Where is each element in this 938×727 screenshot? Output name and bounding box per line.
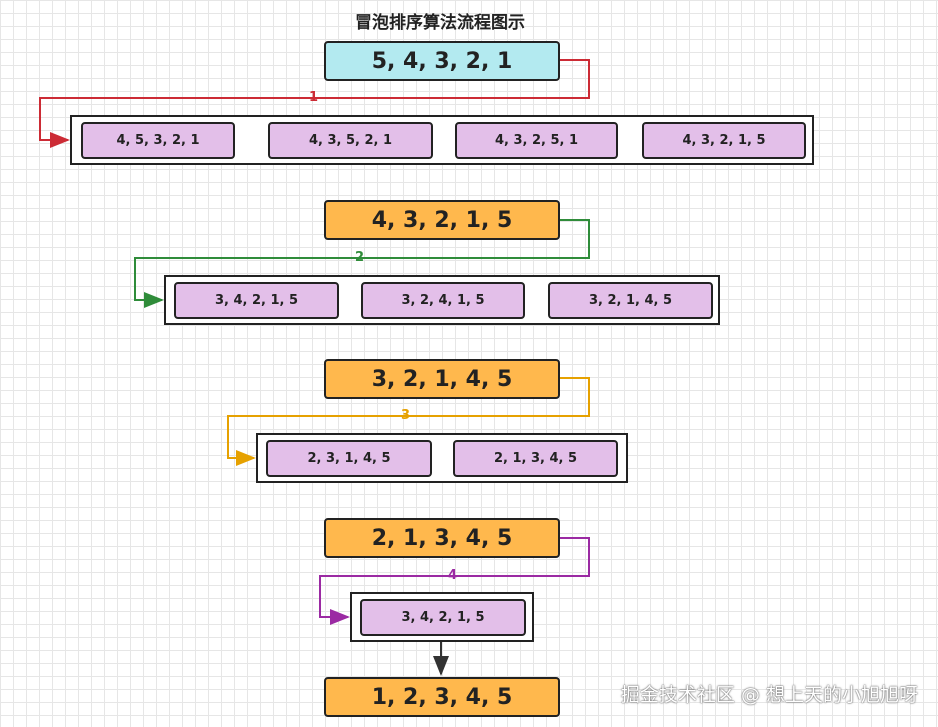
connector-round-3 — [227, 377, 590, 466]
round-1-step-1: 4, 5, 3, 2, 1 — [81, 122, 235, 159]
watermark-text: 掘金技术社区 @ 想上天的小旭旭呀 — [620, 684, 918, 706]
connector-round-4 — [319, 537, 590, 625]
round-3-input-box: 3, 2, 1, 4, 5 — [324, 359, 560, 399]
round-2-step-2: 3, 2, 4, 1, 5 — [361, 282, 525, 319]
start-array-box: 5, 4, 3, 2, 1 — [324, 41, 560, 81]
round-2-step-1: 3, 4, 2, 1, 5 — [174, 282, 339, 319]
diagram-title: 冒泡排序算法流程图示 — [355, 13, 525, 33]
round-4-steps-group: 3, 4, 2, 1, 5 — [350, 592, 534, 642]
connector-round-1 — [39, 59, 590, 148]
round-1-step-2: 4, 3, 5, 2, 1 — [268, 122, 433, 159]
round-4-label: 4 — [448, 568, 458, 583]
final-array-box: 1, 2, 3, 4, 5 — [324, 677, 560, 717]
connector-round-2 — [134, 219, 590, 308]
round-2-label: 2 — [355, 250, 365, 265]
round-4-input-box: 2, 1, 3, 4, 5 — [324, 518, 560, 558]
round-2-input-box: 4, 3, 2, 1, 5 — [324, 200, 560, 240]
round-1-step-3: 4, 3, 2, 5, 1 — [455, 122, 618, 159]
round-3-label: 3 — [401, 408, 411, 423]
round-1-steps-group: 4, 5, 3, 2, 1 4, 3, 5, 2, 1 4, 3, 2, 5, … — [70, 115, 814, 165]
round-3-step-2: 2, 1, 3, 4, 5 — [453, 440, 618, 477]
round-2-steps-group: 3, 4, 2, 1, 5 3, 2, 4, 1, 5 3, 2, 1, 4, … — [164, 275, 720, 325]
round-1-step-4: 4, 3, 2, 1, 5 — [642, 122, 806, 159]
round-1-label: 1 — [309, 90, 319, 105]
round-4-step-1: 3, 4, 2, 1, 5 — [360, 599, 526, 636]
round-2-step-3: 3, 2, 1, 4, 5 — [548, 282, 713, 319]
round-3-step-1: 2, 3, 1, 4, 5 — [266, 440, 432, 477]
round-3-steps-group: 2, 3, 1, 4, 5 2, 1, 3, 4, 5 — [256, 433, 628, 483]
